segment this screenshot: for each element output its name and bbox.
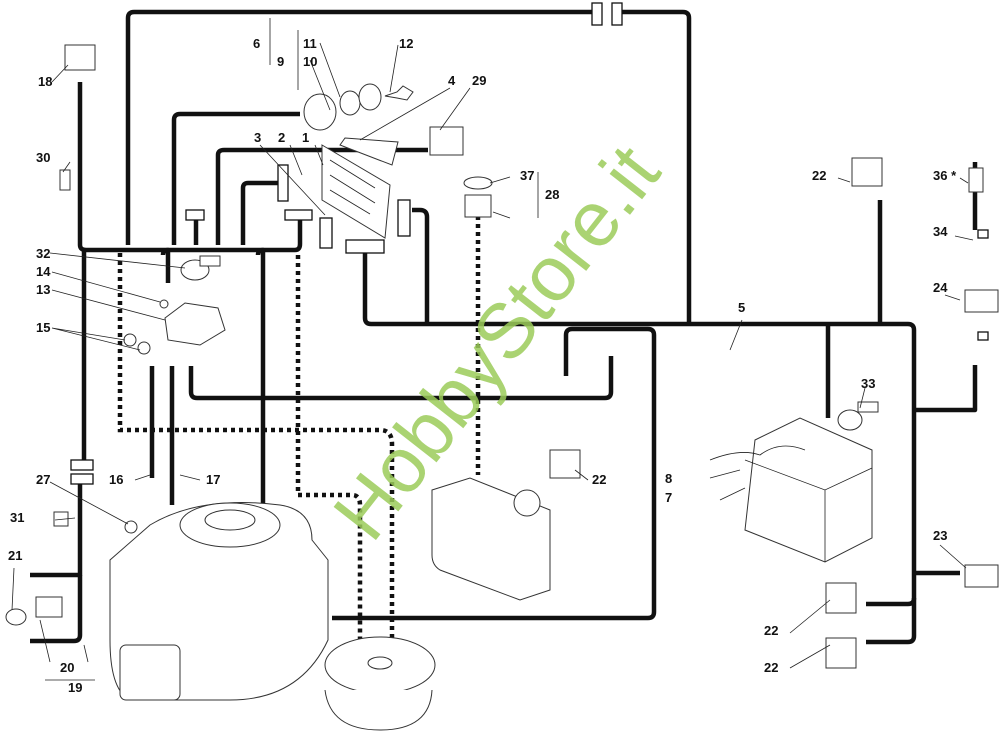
engine bbox=[109, 502, 329, 701]
micro-switch-22-top[interactable] bbox=[851, 157, 883, 187]
bulb-icon bbox=[5, 608, 27, 626]
label-7: 7 bbox=[665, 490, 672, 505]
switch-18[interactable] bbox=[64, 44, 96, 71]
label-15: 15 bbox=[36, 320, 50, 335]
label-19: 19 bbox=[68, 680, 82, 695]
label-8: 8 bbox=[665, 471, 672, 486]
micro-switch-22-mid[interactable] bbox=[549, 449, 581, 479]
nut-15 bbox=[123, 333, 151, 355]
label-22-low1: 22 bbox=[764, 623, 778, 638]
label-5: 5 bbox=[738, 300, 745, 315]
label-18: 18 bbox=[38, 74, 52, 89]
micro-switch-22-low2[interactable] bbox=[825, 637, 857, 669]
label-14: 14 bbox=[36, 264, 51, 279]
label-22-mid: 22 bbox=[592, 472, 606, 487]
label-24: 24 bbox=[933, 280, 948, 295]
nut-27 bbox=[124, 520, 138, 534]
bulb-holder-20 bbox=[35, 596, 63, 618]
label-9: 9 bbox=[277, 54, 284, 69]
label-13: 13 bbox=[36, 282, 50, 297]
battery-7 bbox=[709, 417, 873, 563]
part-labels: 18 30 32 14 13 15 27 31 21 20 19 16 17 6… bbox=[8, 36, 957, 695]
label-22-top: 22 bbox=[812, 168, 826, 183]
connectors bbox=[70, 2, 989, 485]
wire-harness bbox=[30, 9, 978, 645]
label-33: 33 bbox=[861, 376, 875, 391]
relay-29 bbox=[429, 126, 464, 156]
screw-14 bbox=[159, 299, 169, 309]
label-20: 20 bbox=[60, 660, 74, 675]
label-4: 4 bbox=[448, 73, 456, 88]
label-23: 23 bbox=[933, 528, 947, 543]
label-27: 27 bbox=[36, 472, 50, 487]
label-3: 3 bbox=[254, 130, 261, 145]
label-17: 17 bbox=[206, 472, 220, 487]
label-36: 36 * bbox=[933, 168, 957, 183]
label-29: 29 bbox=[472, 73, 486, 88]
label-11: 11 bbox=[303, 36, 317, 51]
label-10: 10 bbox=[303, 54, 317, 69]
label-28: 28 bbox=[545, 187, 559, 202]
label-31: 31 bbox=[10, 510, 24, 525]
label-2: 2 bbox=[278, 130, 285, 145]
fuel-tank bbox=[431, 477, 551, 601]
label-22-low2: 22 bbox=[764, 660, 778, 675]
ignition-switch[interactable] bbox=[303, 83, 382, 131]
sensor-36 bbox=[968, 167, 984, 193]
key-icon bbox=[384, 85, 414, 101]
dotted-wires bbox=[117, 200, 481, 640]
label-34: 34 bbox=[933, 224, 948, 239]
clip-30 bbox=[59, 169, 71, 191]
micro-switch-22-low1[interactable] bbox=[825, 582, 857, 614]
circuit-board[interactable] bbox=[321, 144, 391, 239]
fuse-strip bbox=[339, 137, 399, 166]
leader-lines bbox=[11, 18, 974, 681]
label-37: 37 bbox=[520, 168, 534, 183]
label-6: 6 bbox=[253, 36, 260, 51]
electric-clutch bbox=[324, 636, 436, 731]
label-21: 21 bbox=[8, 548, 22, 563]
label-32: 32 bbox=[36, 246, 50, 261]
terminal-cap-33 bbox=[837, 401, 879, 431]
spark-plug-cap-32 bbox=[180, 255, 221, 281]
pushbutton-28[interactable] bbox=[463, 176, 493, 218]
label-30: 30 bbox=[36, 150, 50, 165]
label-16: 16 bbox=[109, 472, 123, 487]
label-1: 1 bbox=[302, 130, 309, 145]
solenoid-13[interactable] bbox=[164, 302, 226, 346]
relay-24 bbox=[964, 289, 999, 313]
label-12: 12 bbox=[399, 36, 413, 51]
relay-23 bbox=[964, 564, 999, 588]
